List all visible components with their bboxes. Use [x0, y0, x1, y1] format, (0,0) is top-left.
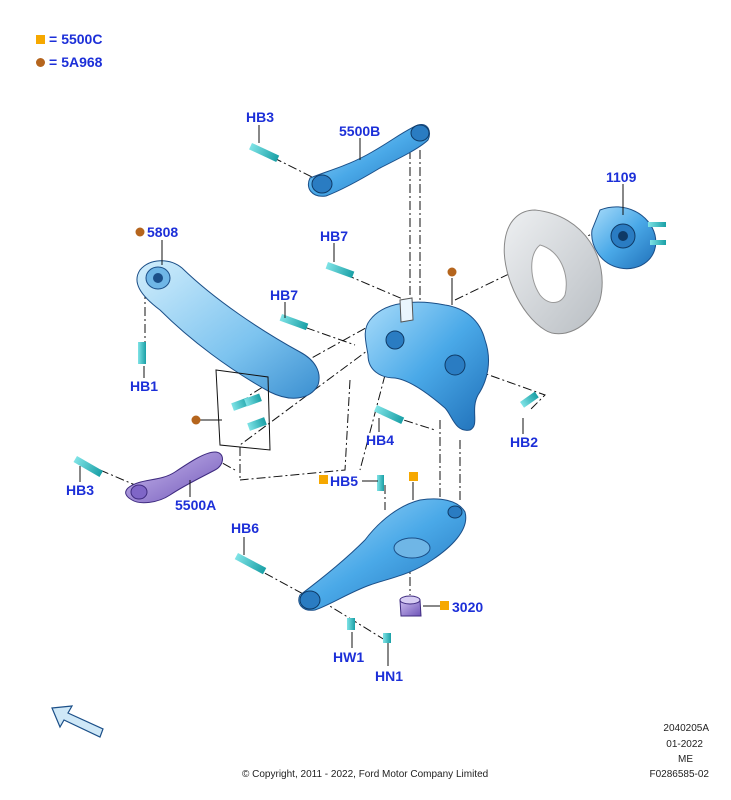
label-hb6: HB6 — [231, 520, 260, 536]
label-hw1: HW1 — [333, 649, 365, 665]
region-code: ME — [678, 754, 693, 765]
label-hb3-left: HB3 — [66, 482, 95, 498]
label-hb7-top: HB7 — [320, 228, 349, 244]
legend-equals: = — [49, 31, 58, 47]
label-5500a: 5500A — [175, 497, 217, 513]
copyright-text: © Copyright, 2011 - 2022, Ford Motor Com… — [242, 769, 489, 780]
legend-code: 5500C — [61, 31, 103, 47]
brake-shield — [503, 209, 603, 335]
label-5808: 5808 — [147, 224, 179, 240]
label-3020: 3020 — [452, 599, 484, 615]
label-5500b: 5500B — [339, 123, 381, 139]
label-hb7-mid: HB7 — [270, 287, 299, 303]
bolts — [73, 143, 539, 643]
legend-equals: = — [49, 54, 58, 70]
bushing — [399, 595, 422, 617]
label-1109: 1109 — [606, 169, 637, 185]
legend-item-5a968: = 5A968 — [36, 54, 102, 70]
legend-item-5500c: = 5500C — [36, 31, 102, 47]
toe-link-5500a — [125, 451, 223, 504]
wheel-hub — [591, 206, 666, 270]
label-hb1: HB1 — [130, 378, 159, 394]
upper-arm-5500b — [307, 123, 431, 197]
label-hn1: HN1 — [375, 668, 404, 684]
knuckle — [364, 297, 489, 431]
front-arrow-icon — [51, 705, 104, 738]
lower-arm-3020 — [298, 498, 467, 611]
orange-square-icon — [36, 34, 45, 44]
illustration-id: F0286585-02 — [649, 769, 710, 780]
lateral-link-5808 — [136, 260, 320, 399]
brown-circle-icon — [36, 57, 45, 67]
label-hb5: HB5 — [330, 473, 359, 489]
diagram-markers — [135, 227, 457, 610]
ref-code: 2040205A — [663, 723, 709, 734]
date-code: 01-2022 — [666, 739, 703, 750]
label-hb3-top: HB3 — [246, 109, 275, 125]
label-hb2: HB2 — [510, 434, 539, 450]
label-hb4: HB4 — [366, 432, 395, 448]
legend-code: 5A968 — [61, 54, 103, 70]
